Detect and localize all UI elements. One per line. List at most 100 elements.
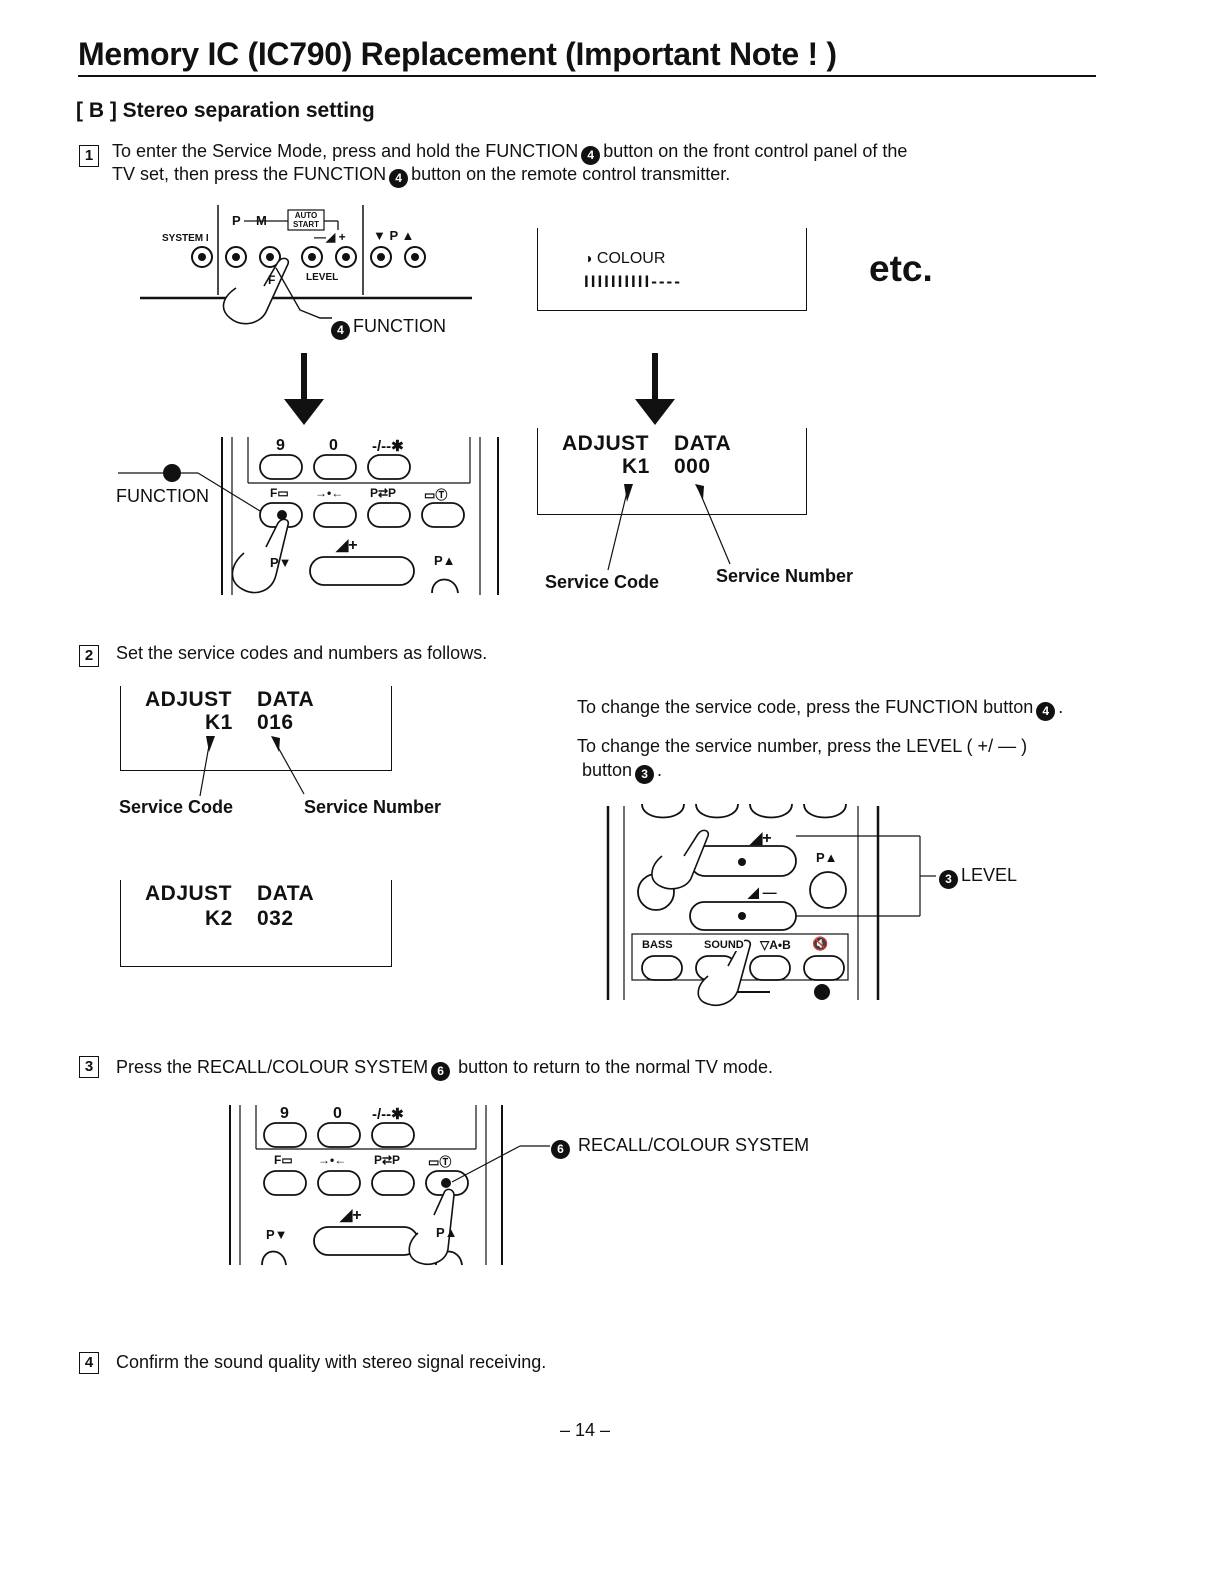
level-number-icon: 3: [939, 870, 958, 889]
remote1-key-digits: -/--✱: [372, 438, 404, 455]
service-code-label-2: Service Code: [119, 797, 234, 817]
step-4-number: 4: [79, 1352, 99, 1374]
recall-callout-line: [451, 1145, 550, 1183]
level-number-icon: 3: [635, 765, 655, 784]
front-panel-illustration: SYSTEM I P M AUTO START —◢ + ▼ P ▲ F LEV…: [138, 200, 478, 340]
remote-drawing-3: [229, 1105, 503, 1266]
program-label: ▼ P ▲: [373, 228, 415, 243]
recall-number-icon: 6: [431, 1062, 451, 1081]
adjust-display-k1-000: ADJUST DATA K1 000: [537, 428, 807, 515]
step-2-number: 2: [79, 645, 99, 667]
adjust-display-k2-032: ADJUST DATA K2 032: [120, 880, 392, 967]
remote-drawing-1: [118, 437, 499, 595]
service-number-value: 016: [257, 711, 294, 734]
remote3-vol-label: ◢+: [340, 1207, 362, 1224]
service-number-label-2: Service Number: [304, 797, 442, 817]
adjust-label: ADJUST: [145, 882, 233, 905]
auto-start-label: AUTO START: [292, 211, 320, 229]
adjust-label: ADJUST: [145, 688, 233, 711]
remote1-key-f: F▭: [270, 486, 289, 500]
page-number: – 14 –: [560, 1420, 611, 1440]
recall-callout: 6 RECALL/COLOUR SYSTEM: [548, 1135, 809, 1159]
step-1-line-2b: button on the remote control transmitter…: [411, 164, 731, 184]
step-2-note-2-line-1: To change the service number, press the …: [577, 736, 1028, 756]
remote3-key-digits: -/--✱: [372, 1106, 404, 1123]
remote1-vol-label: ◢+: [336, 537, 358, 554]
adjust-pointer-lines-1: [607, 484, 731, 571]
service-code-value: K1: [205, 711, 233, 734]
system-label: SYSTEM I: [162, 233, 209, 244]
remote-illustration-1: 9 0 -/--✱ F▭ →•← P⇄P ▭Ⓣ ◢+ P▼ P▲ FUNCTIO…: [110, 435, 510, 600]
remote2-sound-label: SOUND: [704, 939, 744, 951]
colour-bar: IIIIIIIIII----: [584, 272, 682, 291]
front-panel-drawing: [140, 205, 472, 325]
remote3-key-9: 9: [280, 1105, 289, 1122]
m-label: M: [256, 213, 267, 228]
title-underline: [78, 75, 1096, 77]
service-code-value: K1: [622, 455, 650, 478]
step-3-number: 3: [79, 1056, 99, 1078]
function-number-icon: 4: [331, 321, 350, 340]
colour-display: ◑ COLOUR IIIIIIIIII----: [537, 228, 807, 311]
remote3-prog-down: P▼: [266, 1227, 288, 1242]
step-1-number: 1: [79, 145, 99, 167]
remote2-ab-label: ▽A•B: [760, 938, 791, 952]
volume-label: —◢ +: [314, 230, 346, 244]
colour-label: ◑ COLOUR: [584, 250, 666, 267]
remote-illustration-3: 9 0 -/--✱ F▭ →•← P⇄P ▭Ⓣ ◢+ P▼ P▲: [222, 1103, 522, 1268]
step-1-line-1b: button on the front control panel of the: [603, 141, 908, 161]
remote2-vol-down-label: ◢ —: [748, 884, 777, 900]
remote-drawing-2: [606, 803, 936, 1006]
function-number-icon: 4: [1036, 702, 1056, 721]
remote3-prog-up: P▲: [436, 1225, 458, 1240]
service-number-label: Service Number: [716, 566, 854, 586]
remote3-key-text: ▭Ⓣ: [428, 1155, 452, 1169]
page-title: Memory IC (IC790) Replacement (Important…: [78, 36, 837, 72]
adjust-display-k1-016: ADJUST DATA K1 016: [120, 686, 392, 771]
step-1-line-2a: TV set, then press the FUNCTION: [112, 164, 387, 184]
step-1-line-1a: To enter the Service Mode, press and hol…: [112, 141, 579, 161]
remote1-key-text: ▭Ⓣ: [424, 488, 448, 502]
remote2-vol-up-label: ◢+: [750, 830, 772, 847]
remote3-key-sound: →•←: [318, 1153, 347, 1167]
service-number-value: 000: [674, 455, 711, 478]
data-label: DATA: [257, 688, 315, 711]
adjust-label: ADJUST: [562, 432, 650, 455]
down-arrow-1: [284, 353, 324, 425]
remote1-key-sound: →•←: [315, 486, 344, 500]
step-1-line-1: To enter the Service Mode, press and hol…: [112, 141, 907, 165]
remote1-key-0: 0: [329, 437, 338, 454]
remote1-key-9: 9: [276, 437, 285, 454]
remote1-prog-down: P▼: [270, 555, 292, 570]
etc-label: etc.: [869, 248, 933, 289]
remote1-function-callout: FUNCTION: [116, 486, 209, 506]
function-number-icon: 4: [389, 169, 409, 188]
step-2-note-1: To change the service code, press the FU…: [577, 697, 1063, 721]
f-label: F: [268, 273, 276, 287]
remote2-prog-up: P▲: [816, 850, 838, 865]
mute-icon: 🔇: [812, 936, 829, 951]
recall-number-icon: 6: [551, 1140, 570, 1159]
service-number-value: 032: [257, 907, 294, 930]
section-heading: [ B ] Stereo separation setting: [76, 99, 375, 122]
data-label: DATA: [257, 882, 315, 905]
remote3-key-0: 0: [333, 1105, 342, 1122]
colour-icon: ◑: [584, 250, 593, 266]
remote2-bass-label: BASS: [642, 939, 673, 951]
service-code-value: K2: [205, 907, 233, 930]
level-label: LEVEL: [306, 272, 339, 283]
step-2-text: Set the service codes and numbers as fol…: [116, 643, 488, 663]
remote1-key-pp: P⇄P: [370, 486, 397, 500]
adjust-pointer-lines-2: [199, 736, 305, 797]
remote1-prog-up: P▲: [434, 553, 456, 568]
data-label: DATA: [674, 432, 732, 455]
down-arrow-2: [635, 353, 675, 425]
step-4-text: Confirm the sound quality with stereo si…: [116, 1352, 547, 1372]
remote3-key-pp: P⇄P: [374, 1153, 401, 1167]
